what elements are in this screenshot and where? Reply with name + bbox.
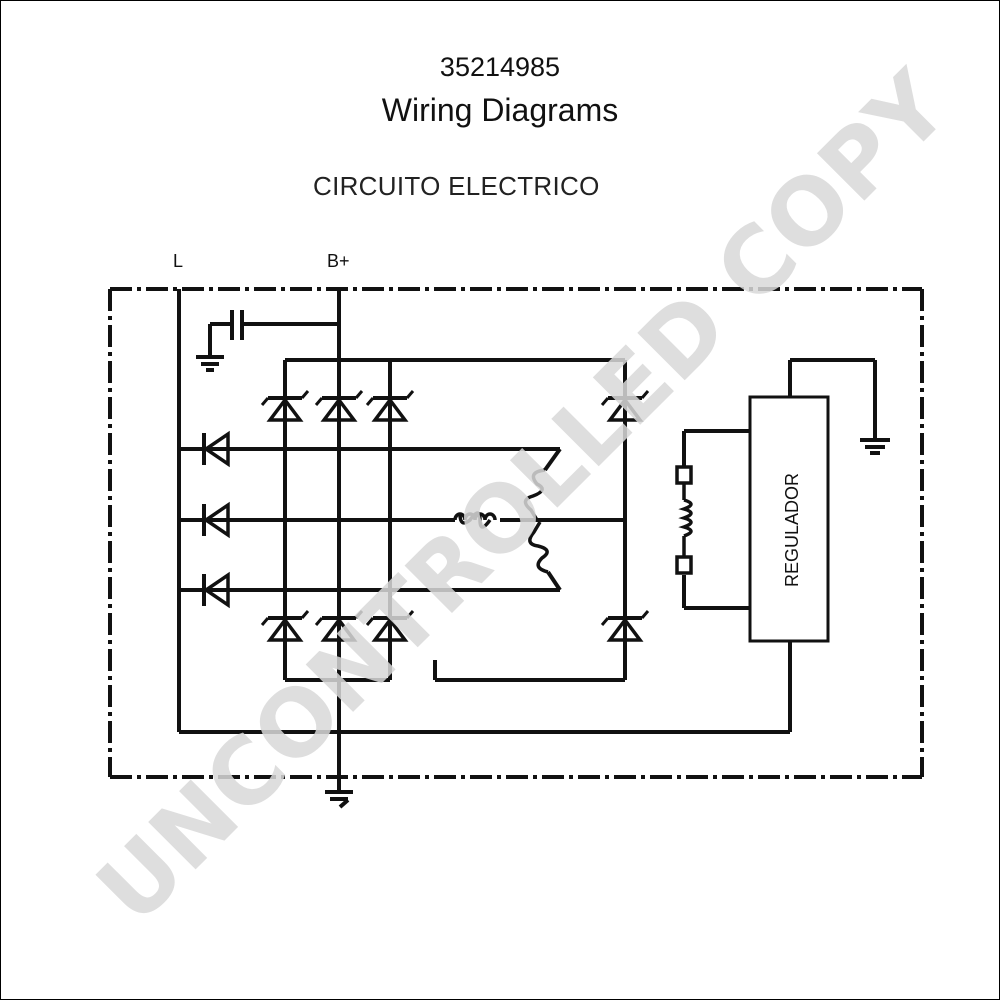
uncontrolled-copy-watermark: UNCONTROLLED COPY [77, 51, 970, 944]
terminal-label-b-plus: B+ [327, 251, 350, 271]
diagram-title: CIRCUITO ELECTRICO [313, 171, 600, 201]
rotor-field-winding [675, 465, 693, 575]
ground-symbol-capacitor [196, 355, 224, 372]
terminal-label-l: L [173, 251, 184, 271]
regulator-box [748, 395, 830, 643]
wiring-lines [177, 289, 877, 790]
alternator-enclosure [108, 287, 924, 779]
stator-winding [453, 468, 549, 574]
ground-symbol-output [325, 790, 353, 809]
part-number: 35214985 [439, 52, 561, 82]
regulator-label: REGULADOR [782, 473, 802, 587]
capacitor [230, 310, 244, 340]
document-title: Wiring Diagrams [381, 92, 619, 128]
ground-symbol-regulator [860, 438, 890, 455]
